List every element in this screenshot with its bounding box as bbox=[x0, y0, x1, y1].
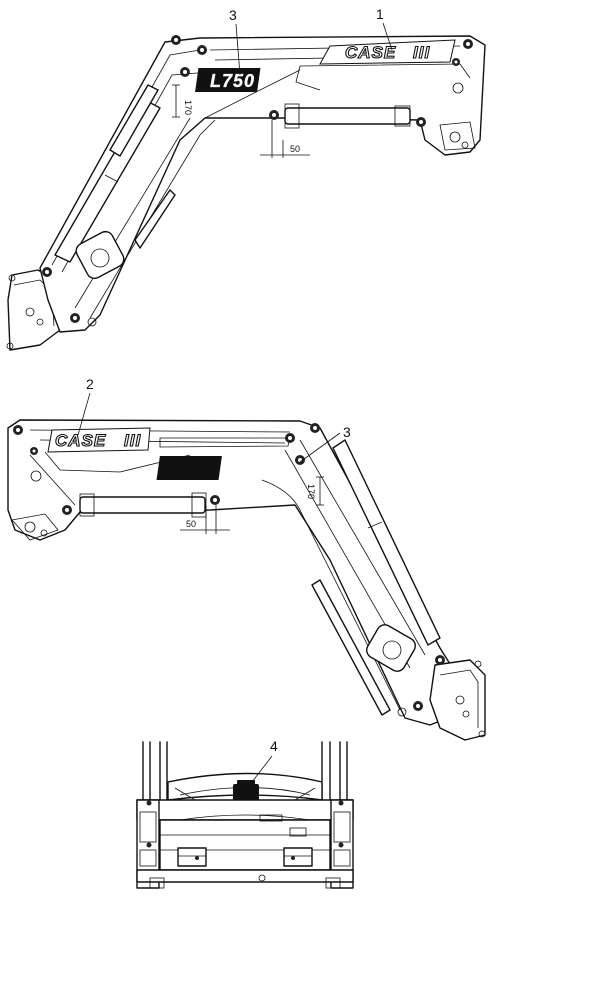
callouts-mid: 2 3 bbox=[77, 376, 351, 463]
model-text-top: L750 bbox=[210, 71, 255, 91]
callout-3-mid: 3 bbox=[343, 424, 351, 440]
dim-horizontal-mid: 50 bbox=[186, 519, 196, 529]
callout-4: 4 bbox=[270, 738, 278, 754]
dimension-marks-top: 170 50 bbox=[172, 84, 310, 158]
dim-horizontal-top: 50 bbox=[290, 144, 300, 154]
brand-text-mid: CASE bbox=[55, 431, 106, 450]
dim-vertical-top: 170 bbox=[183, 100, 193, 115]
callouts-top: 3 1 bbox=[229, 6, 393, 76]
callout-4-group: 4 bbox=[251, 738, 278, 783]
dimension-marks-mid: 170 50 bbox=[180, 476, 324, 534]
brand-text-top: CASE bbox=[345, 43, 396, 62]
model-text-mid: L750 bbox=[222, 459, 267, 479]
case-decal-top: CASE III bbox=[319, 39, 456, 65]
callout-3-top: 3 bbox=[229, 7, 237, 23]
loader-front-view bbox=[136, 741, 354, 889]
loader-arm-right-view bbox=[7, 419, 486, 741]
case-decal-mid: CASE III bbox=[47, 427, 151, 453]
l750-decal-mid: L750 bbox=[156, 456, 267, 480]
brand-mark-mid: III bbox=[124, 431, 141, 450]
brand-mark-top: III bbox=[413, 43, 430, 62]
l750-decal-top: L750 bbox=[195, 68, 261, 92]
callout-1: 1 bbox=[376, 6, 384, 22]
dim-vertical-mid: 170 bbox=[306, 484, 316, 499]
callout-2: 2 bbox=[86, 376, 94, 392]
